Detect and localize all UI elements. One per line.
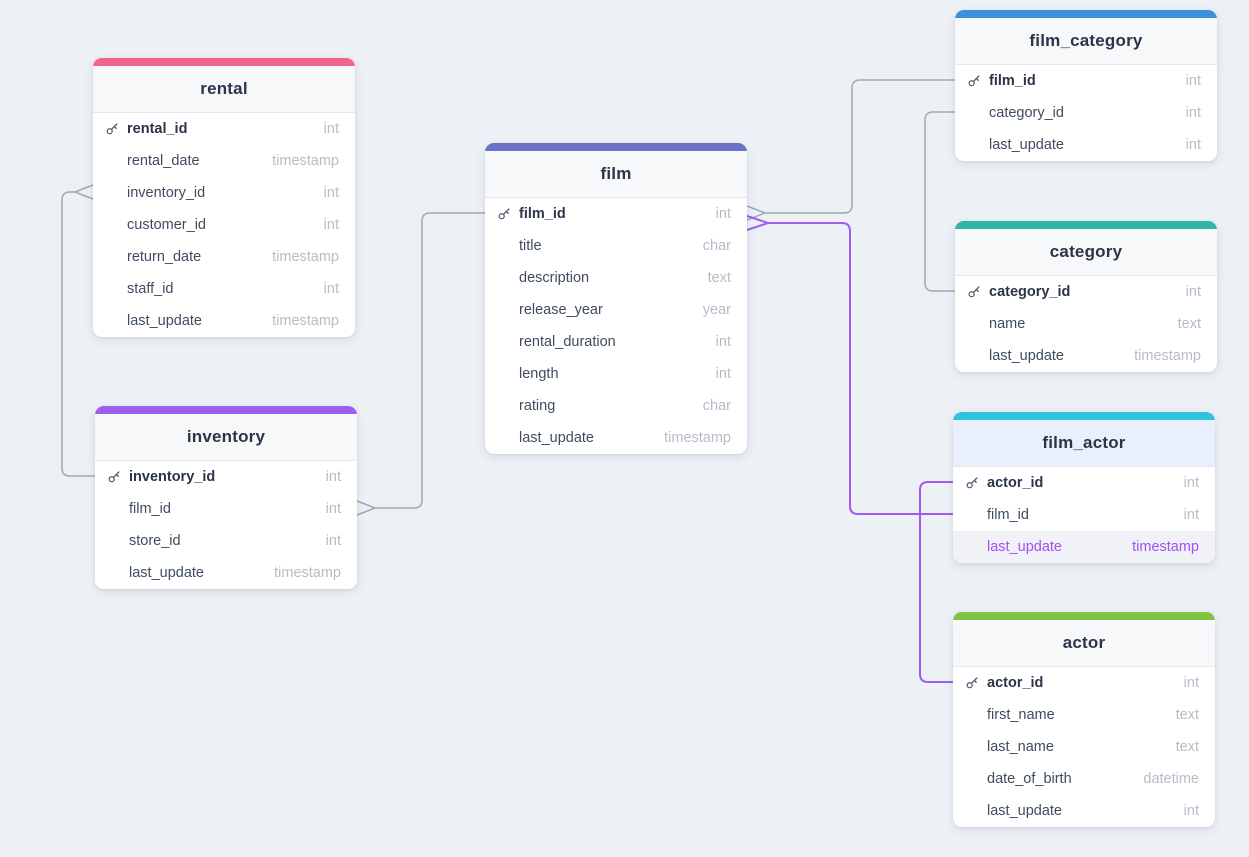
field-row-inventory_id[interactable]: inventory_id int [95,461,357,493]
table-inventory-header[interactable]: inventory [95,414,357,461]
field-row-film_id[interactable]: film_id int [129,501,341,517]
table-title: category [1049,242,1123,261]
field-row-last_update[interactable]: last_update timestamp [989,348,1201,364]
relationship-line-rental-inventory[interactable] [61,184,96,477]
field-row-return_date[interactable]: return_date timestamp [127,249,339,265]
field-row-rental_duration[interactable]: rental_duration int [519,334,731,350]
table-color-bar [953,612,1215,620]
table-film[interactable]: film film_id int title char description … [485,143,747,454]
primary-key-icon [105,122,120,137]
table-title: actor [1062,633,1106,652]
field-row-title[interactable]: title char [519,238,731,254]
field-row-rental_date[interactable]: rental_date timestamp [127,153,339,169]
field-row-first_name[interactable]: first_name text [987,707,1199,723]
field-row-last_update-highlighted[interactable]: last_update timestamp [953,531,1215,563]
relationship-line-film_category-category[interactable] [924,111,956,292]
field-row-category_id[interactable]: category_id int [989,105,1201,121]
field-row-rental_id[interactable]: rental_id int [93,113,355,145]
primary-key-icon [967,285,982,300]
table-color-bar [955,221,1217,229]
table-film_category-header[interactable]: film_category [955,18,1217,65]
relationship-line-inventory-film[interactable] [356,212,486,516]
table-actor-header[interactable]: actor [953,620,1215,667]
table-film_actor[interactable]: film_actor actor_id int film_id int last… [953,412,1215,563]
table-title: film_actor [1042,433,1126,452]
field-row-rating[interactable]: rating char [519,398,731,414]
relationship-line-film_actor-actor[interactable] [919,481,954,683]
table-rental-header[interactable]: rental [93,66,355,113]
field-row-last_update[interactable]: last_update timestamp [129,565,341,581]
field-row-name[interactable]: name text [989,316,1201,332]
table-actor[interactable]: actor actor_id int first_name text last_… [953,612,1215,827]
table-category[interactable]: category category_id int name text last_… [955,221,1217,372]
field-row-category_id[interactable]: category_id int [955,276,1217,308]
primary-key-icon [107,470,122,485]
table-color-bar [953,412,1215,420]
field-row-customer_id[interactable]: customer_id int [127,217,339,233]
relationship-line-film-film_category[interactable] [746,79,956,221]
field-row-actor_id[interactable]: actor_id int [953,667,1215,699]
field-row-film_id[interactable]: film_id int [955,65,1217,97]
table-inventory[interactable]: inventory inventory_id int film_id int s… [95,406,357,589]
table-category-header[interactable]: category [955,229,1217,276]
primary-key-icon [967,74,982,89]
table-color-bar [485,143,747,151]
primary-key-icon [965,676,980,691]
field-row-last_name[interactable]: last_name text [987,739,1199,755]
table-film-header[interactable]: film [485,151,747,198]
field-row-last_update[interactable]: last_update timestamp [519,430,731,446]
field-row-last_update[interactable]: last_update int [987,803,1199,819]
field-row-date_of_birth[interactable]: date_of_birth datetime [987,771,1199,787]
relationship-line-film-film_actor[interactable] [746,215,954,515]
field-row-length[interactable]: length int [519,366,731,382]
field-row-last_update[interactable]: last_update timestamp [127,313,339,329]
field-row-last_update[interactable]: last_update int [989,137,1201,153]
primary-key-icon [965,476,980,491]
field-row-actor_id[interactable]: actor_id int [953,467,1215,499]
table-color-bar [955,10,1217,18]
primary-key-icon [497,207,512,222]
field-row-inventory_id[interactable]: inventory_id int [127,185,339,201]
table-color-bar [95,406,357,414]
table-rental[interactable]: rental rental_id int rental_date timesta… [93,58,355,337]
table-title: film_category [1029,31,1143,50]
field-row-staff_id[interactable]: staff_id int [127,281,339,297]
table-color-bar [93,58,355,66]
table-title: inventory [186,427,266,446]
field-row-film_id[interactable]: film_id int [485,198,747,230]
field-row-description[interactable]: description text [519,270,731,286]
field-row-film_id[interactable]: film_id int [987,507,1199,523]
table-title: rental [200,79,248,98]
field-row-store_id[interactable]: store_id int [129,533,341,549]
field-row-release_year[interactable]: release_year year [519,302,731,318]
table-film_actor-header[interactable]: film_actor [953,420,1215,467]
table-film_category[interactable]: film_category film_id int category_id in… [955,10,1217,161]
table-title: film [600,164,632,183]
